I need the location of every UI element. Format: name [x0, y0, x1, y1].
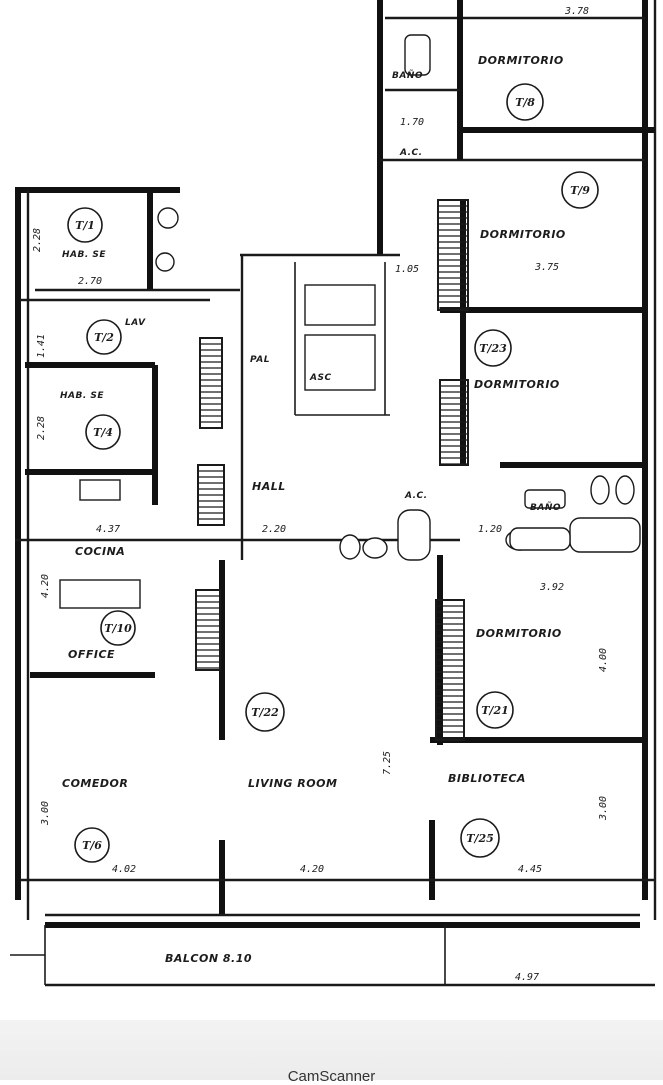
dimensions: 3.78 2.70 2.28 2.28 1.41 4.37 2.20 4.02 …	[32, 6, 609, 983]
dim-170: 1.70	[400, 117, 424, 128]
dim-228b: 2.28	[36, 416, 47, 440]
room-dorm-4: DORMITORIO	[476, 627, 562, 640]
scanner-brand: CamScanner	[287, 1068, 376, 1085]
tag-t11: T/1	[75, 219, 95, 232]
dim-445: 4.45	[518, 864, 542, 875]
room-comedor: COMEDOR	[62, 777, 128, 790]
room-dorm-top: DORMITORIO	[478, 54, 564, 67]
room-pal: PAL	[250, 355, 270, 365]
room-hab-top: HAB. SE	[62, 250, 106, 260]
room-bano-top: BAÑO	[392, 70, 423, 81]
dim-402: 4.02	[112, 864, 136, 875]
room-hall: HALL	[252, 480, 286, 493]
dim-270: 2.70	[78, 276, 102, 287]
room-dorm-3: DORMITORIO	[474, 378, 560, 391]
room-biblioteca: BIBLIOTECA	[448, 772, 526, 785]
room-hab-mid: HAB. SE	[60, 391, 104, 401]
room-living: LIVING ROOM	[248, 777, 337, 790]
room-ac-mid: A.C.	[404, 491, 428, 501]
dim-120: 1.20	[478, 524, 502, 535]
dim-220: 2.20	[262, 524, 286, 535]
dim-420b: 4.20	[40, 574, 51, 598]
tag-t14: T/4	[93, 426, 113, 439]
tag-t16: T/6	[82, 839, 102, 852]
fixtures	[59, 34, 641, 609]
room-ac-top: A.C.	[399, 148, 423, 158]
room-cocina: COCINA	[75, 545, 125, 558]
room-asc: ASC	[309, 373, 332, 383]
tag-t18: T/8	[515, 96, 535, 109]
dim-497: 4.97	[515, 972, 539, 983]
stair-treads	[196, 205, 468, 739]
dim-141: 1.41	[36, 334, 47, 358]
dim-228: 2.28	[32, 228, 43, 252]
tag-t12: T/2	[94, 331, 114, 344]
room-office: OFFICE	[68, 648, 115, 661]
room-tags: T/1 T/2 T/4 T/10 T/6 T/22 T/8 T/9 T/23 T…	[67, 83, 599, 863]
dim-300b: 3.00	[598, 796, 609, 821]
floor-plan: HAB. SE LAV HAB. SE COCINA OFFICE COMEDO…	[10, 0, 657, 987]
tag-t19: T/9	[570, 184, 590, 197]
scanner-footer	[0, 1020, 663, 1080]
room-labels: HAB. SE LAV HAB. SE COCINA OFFICE COMEDO…	[60, 54, 566, 965]
tag-t23: T/23	[479, 342, 507, 355]
room-bano-mid: BAÑO	[530, 502, 561, 513]
dim-392: 3.92	[539, 582, 564, 593]
dim-725: 7.25	[382, 751, 393, 775]
room-lav: LAV	[125, 318, 146, 328]
dim-375: 3.75	[534, 262, 559, 273]
room-dorm-2: DORMITORIO	[480, 228, 566, 241]
tag-t25: T/25	[466, 832, 494, 845]
dim-420: 4.20	[300, 864, 324, 875]
dim-300: 3.00	[40, 801, 51, 826]
balcony-label: BALCON 8.10	[165, 952, 252, 965]
dim-378: 3.78	[564, 6, 589, 17]
dim-437: 4.37	[96, 524, 120, 535]
tag-t10: T/10	[104, 622, 132, 635]
tag-t22: T/22	[251, 706, 279, 719]
walls	[10, 0, 657, 987]
dim-105: 1.05	[395, 264, 419, 275]
tag-t21: T/21	[481, 704, 509, 717]
dim-400: 4.00	[598, 648, 609, 672]
